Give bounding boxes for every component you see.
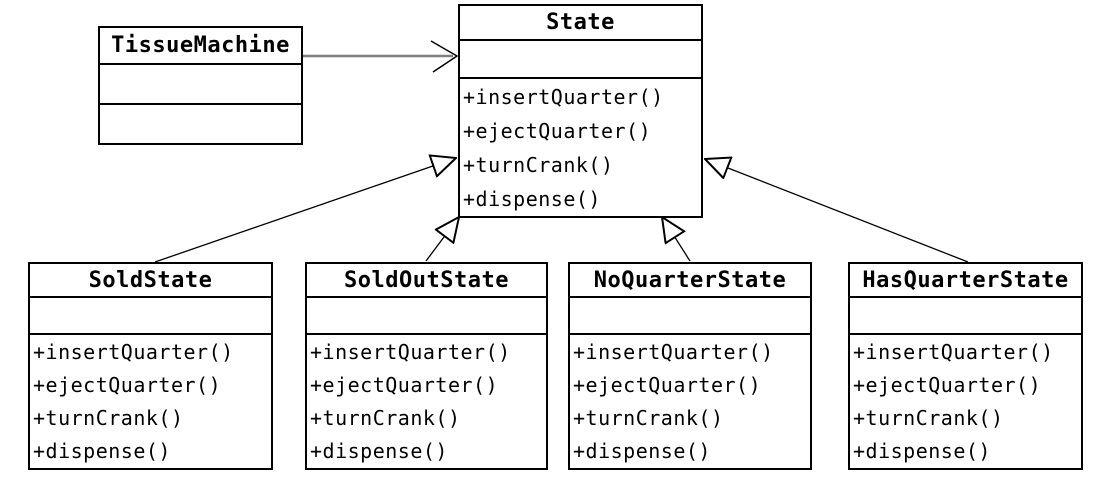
method-label: +ejectQuarter() xyxy=(853,373,1042,397)
attributes-compartment xyxy=(570,298,810,335)
method-label: +dispense() xyxy=(33,439,171,463)
method-label: +insertQuarter() xyxy=(310,340,511,364)
method-label: +ejectQuarter() xyxy=(33,373,222,397)
method-label: +turnCrank() xyxy=(853,406,1004,430)
class-name-hasquarterstate: HasQuarterState xyxy=(850,264,1081,298)
method-label: +dispense() xyxy=(310,439,448,463)
attributes-compartment xyxy=(307,298,546,335)
method-label: +ejectQuarter() xyxy=(310,373,499,397)
method-label: +dispense() xyxy=(573,439,711,463)
class-box-soldstate: SoldState +insertQuarter() +ejectQuarter… xyxy=(28,262,273,470)
inheritance-arrow-soldoutstate-state xyxy=(425,217,459,262)
inheritance-arrow-noquarterstate-state xyxy=(662,217,691,262)
class-box-hasquarterstate: HasQuarterState +insertQuarter() +ejectQ… xyxy=(848,262,1083,470)
method-label: +dispense() xyxy=(463,187,601,211)
method-label: +insertQuarter() xyxy=(573,340,774,364)
class-name-soldstate: SoldState xyxy=(30,264,271,298)
class-box-soldoutstate: SoldOutState +insertQuarter() +ejectQuar… xyxy=(305,262,548,470)
method-label: +insertQuarter() xyxy=(463,85,664,109)
attributes-compartment xyxy=(100,65,301,105)
method-label: +insertQuarter() xyxy=(33,340,234,364)
class-box-tissuemachine: TissueMachine xyxy=(98,26,303,145)
attributes-compartment xyxy=(30,298,271,335)
class-box-noquarterstate: NoQuarterState +insertQuarter() +ejectQu… xyxy=(568,262,812,470)
class-name-noquarterstate: NoQuarterState xyxy=(570,264,810,298)
method-label: +turnCrank() xyxy=(310,406,461,430)
method-label: +ejectQuarter() xyxy=(573,373,762,397)
class-box-state: State +insertQuarter() +ejectQuarter() +… xyxy=(458,4,703,218)
methods-compartment: +insertQuarter() +ejectQuarter() +turnCr… xyxy=(30,335,271,468)
methods-compartment: +insertQuarter() +ejectQuarter() +turnCr… xyxy=(307,335,546,468)
association-arrow-tissuemachine-state xyxy=(303,40,459,73)
method-label: +turnCrank() xyxy=(573,406,724,430)
method-label: +dispense() xyxy=(853,439,991,463)
method-label: +insertQuarter() xyxy=(853,340,1054,364)
methods-compartment xyxy=(100,105,301,143)
class-name-soldoutstate: SoldOutState xyxy=(307,264,546,298)
methods-compartment: +insertQuarter() +ejectQuarter() +turnCr… xyxy=(570,335,810,468)
attributes-compartment xyxy=(460,41,701,79)
attributes-compartment xyxy=(850,298,1081,335)
method-label: +ejectQuarter() xyxy=(463,119,652,143)
class-name-state: State xyxy=(460,6,701,41)
methods-compartment: +insertQuarter() +ejectQuarter() +turnCr… xyxy=(460,79,701,216)
method-label: +turnCrank() xyxy=(33,406,184,430)
inheritance-arrow-hasquarterstate-state xyxy=(705,159,969,263)
methods-compartment: +insertQuarter() +ejectQuarter() +turnCr… xyxy=(850,335,1081,468)
method-label: +turnCrank() xyxy=(463,153,614,177)
class-name-tissuemachine: TissueMachine xyxy=(100,28,301,65)
inheritance-arrow-soldstate-state xyxy=(154,158,456,263)
